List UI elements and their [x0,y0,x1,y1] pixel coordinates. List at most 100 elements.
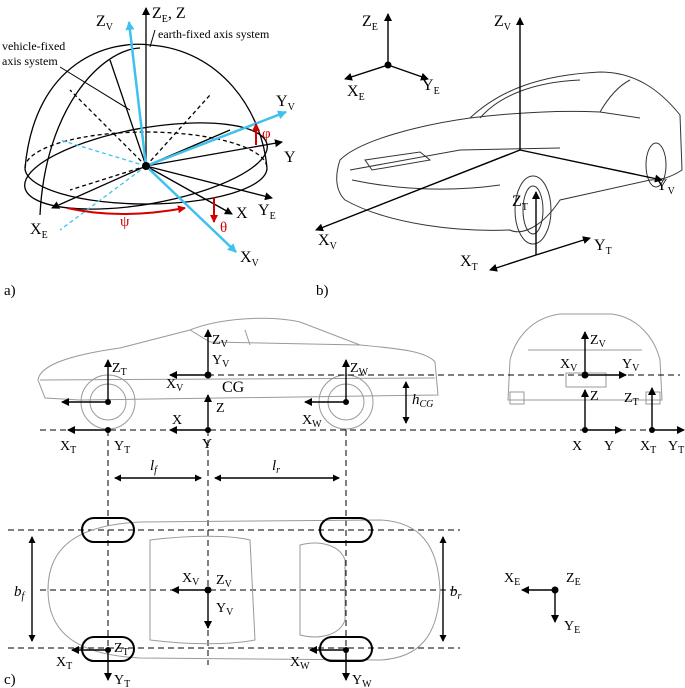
meridian-arc-1 [24,43,268,169]
c-label-ZT-top: ZT [114,641,129,658]
label-ZE: ZE, Z [152,5,186,25]
c-label-YW-top: YW [352,673,372,688]
panel-c-top-axes [71,586,559,681]
axis-ZV [125,21,148,167]
c-label-bf: bf [14,584,26,602]
label-ZV: ZV [96,13,114,33]
label-XE: XE [30,221,48,241]
c-label-XV-front: XV [560,357,578,374]
c-label-XV-top: XV [182,571,200,588]
meridian-arc-2 [39,47,141,216]
label-theta: θ [220,220,227,236]
b-axis-YV [519,149,663,183]
panel-label-c: c) [4,672,16,688]
horizontal-ellipse-back [24,131,268,169]
origin-dot [142,162,150,170]
c-label-ZE: ZE [566,571,581,588]
c-label-ZV-side: ZV [212,333,229,350]
label-psi: ψ [120,214,130,230]
rear-wheel [645,142,667,188]
c-label-hCG: hCG [412,392,433,410]
c-label-CG: CG [222,379,245,396]
psi-arc [66,205,186,215]
b-label-ZV: ZV [494,13,512,33]
c-label-br: br [450,584,462,602]
c-label-ZV-front: ZV [590,333,607,350]
b-label-ZT: ZT [512,193,528,213]
c-label-lf: lf [150,458,158,476]
label-YE: YE [258,202,276,222]
panel-label-a: a) [4,283,16,299]
c-label-XV-side: XV [166,377,184,394]
panel-b-car-sketch [336,71,683,245]
panel-c-front-axes [581,331,685,434]
c-label-YT-front: YT [668,439,684,456]
panel-c-side-axes [61,329,350,434]
panel-a-labels: vehicle-fixed axis system earth-fixed ax… [2,5,296,299]
panel-b-labels: ZE YE XE ZV YV XV ZT YT XT b) [316,13,676,299]
panel-c-dimensions [28,381,447,642]
panel-a-coordinate-sketch [24,7,287,253]
c-label-XW-top: XW [290,655,310,672]
c-label-YV-front: YV [622,357,640,374]
c-label-Z-front: Z [590,389,599,404]
c-label-YE: YE [564,619,580,636]
c-label-ZT-side: ZT [112,361,127,378]
axis-X [145,165,233,215]
c-label-Y-side: Y [202,437,212,452]
b-label-ZE: ZE [362,13,378,33]
b-axis-XV [315,149,521,232]
c-label-XW: XW [302,413,322,430]
c-label-YV-side: YV [212,353,230,370]
label-axis-system: axis system [2,54,58,68]
b-label-XE: XE [347,83,365,103]
label-Y: Y [284,149,296,166]
label-earth-fixed: earth-fixed axis system [158,27,270,41]
c-label-XT-side: XT [60,439,76,456]
b-label-YE: YE [422,77,440,97]
horizontal-ellipse-front [24,167,268,205]
c-label-XT-front: XT [640,439,656,456]
c-label-X-side: X [172,413,182,428]
axis-YE [145,165,273,201]
c-label-XE: XE [504,571,520,588]
label-X: X [236,205,248,222]
front-car-body [507,313,663,401]
b-label-XV: XV [318,232,338,252]
front-wheel [514,175,552,245]
axis-YV [145,110,287,168]
b-label-YT: YT [594,237,612,257]
c-label-ZV-top: ZV [216,573,233,590]
side-car-body [37,317,439,401]
panel-b-axes [315,13,663,272]
panel-c-labels: ZV YV XV CG Z X Y ZW XW ZT XT YT hCG lf … [4,333,684,688]
c-label-YV-top: YV [216,601,234,618]
b-label-YV: YV [656,177,676,197]
c-label-ZT-front: ZT [624,391,639,408]
b-axis-XT [489,254,537,272]
b-axis-XE [344,64,389,81]
axis-XV [145,165,237,253]
c-label-Y-front: Y [604,439,614,454]
c-label-Z-side: Z [216,401,225,416]
tyre-rear-left [319,517,373,543]
c-label-YT-top: YT [114,673,130,688]
tyre-front-left [81,517,135,543]
panel-label-b: b) [316,283,329,299]
c-label-X-front: X [572,439,582,454]
b-axis-YT [535,236,591,256]
label-phi: φ [262,126,271,142]
c-label-ZW: ZW [350,361,369,378]
b-axis-YE [387,64,429,81]
panel-c-side-car [37,317,439,430]
label-XV: XV [240,249,260,269]
b-label-XT: XT [460,253,478,273]
c-label-lr: lr [272,458,280,476]
axis-XE [51,165,147,209]
axis-Y [145,139,283,167]
label-vehicle-fixed: vehicle-fixed [2,39,65,53]
c-label-XT-top: XT [56,655,72,672]
c-label-YT-side: YT [114,439,130,456]
